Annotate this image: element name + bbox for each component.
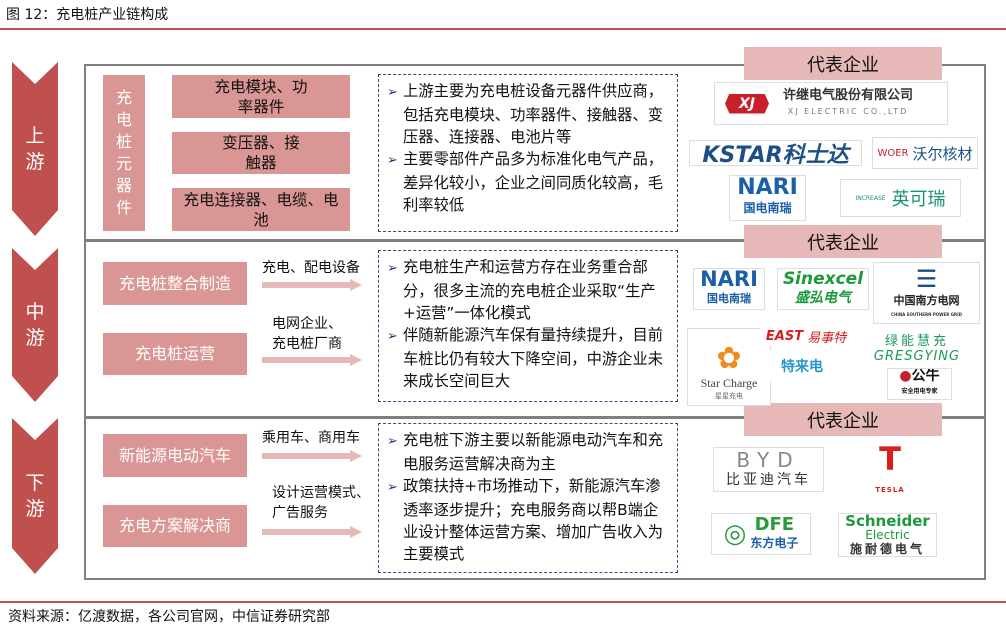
flow-label: 电网企业、充电桩厂商 — [272, 316, 342, 352]
segment-box: 充电方案解决商 — [103, 505, 247, 547]
category-box: 充电桩元器件 — [103, 75, 145, 231]
footer-divider — [0, 601, 1006, 603]
note: 伴随新能源汽车保有量持续提升，目前车桩比仍有较大下降空间，中游企业未来成长空间巨… — [403, 326, 664, 390]
stage-label: 上游 — [25, 125, 45, 173]
logo-bull: ●公牛安全用电专家 — [887, 368, 952, 400]
stage-upstream: 上游 — [12, 62, 58, 236]
flow-label: 乘用车、商用车 — [262, 430, 360, 446]
note: 上游主要为充电桩设备元器件供应商，包括充电模块、功率器件、接触器、变压器、连接器… — [403, 82, 664, 146]
component-box: 充电连接器、电缆、电池 — [172, 188, 350, 231]
stage-label: 中游 — [25, 301, 45, 349]
divider — [84, 239, 986, 242]
rep-header: 代表企业 — [744, 225, 942, 258]
stage-label: 下游 — [25, 472, 45, 520]
note: 政策扶持+市场推动下，新能源汽车渗透率逐步提升；充电服务商以帮B端企业设计整体运… — [403, 477, 664, 563]
note: 充电桩下游主要以新能源电动汽车和充电服务运营解决商为主 — [403, 431, 664, 473]
logo-teld: 特来电 — [770, 351, 834, 381]
source-note: 资料来源：亿渡数据，各公司官网，中信证券研究部 — [8, 609, 330, 625]
downstream-notes: ➢充电桩下游主要以新能源电动汽车和充电服务运营解决商为主 ➢政策扶持+市场推动下… — [378, 423, 678, 573]
arrow-icon — [262, 279, 362, 291]
divider — [84, 416, 986, 419]
rep-header: 代表企业 — [744, 403, 942, 436]
stage-midstream: 中游 — [12, 248, 58, 402]
chain-frame — [84, 64, 986, 580]
note: 充电桩生产和运营方存在业务重合部分，很多主流的充电桩企业采取“生产+运营”一体化… — [403, 258, 656, 322]
arrow-icon — [262, 450, 362, 462]
flow-label: 充电、配电设备 — [262, 260, 360, 276]
figure-title: 图 12：充电桩产业链构成 — [6, 7, 169, 23]
arrow-icon — [262, 526, 362, 538]
note: 主要零部件产品多为标准化电气产品，差异化较小，企业之间同质化较高，毛利率较低 — [403, 150, 664, 214]
title-divider — [0, 28, 1006, 30]
segment-box: 充电桩运营 — [103, 333, 247, 375]
arrow-icon — [262, 354, 362, 366]
flow-label: 设计运营模式、广告服务 — [272, 485, 370, 521]
rep-header: 代表企业 — [744, 47, 942, 80]
logo-kstar: KSTAR科士达 — [689, 140, 862, 166]
component-box: 充电模块、功率器件 — [172, 75, 350, 118]
component-box: 变压器、接触器 — [172, 132, 350, 174]
upstream-notes: ➢上游主要为充电桩设备元器件供应商，包括充电模块、功率器件、接触器、变压器、连接… — [378, 74, 678, 232]
midstream-notes: ➢充电桩生产和运营方存在业务重合部分，很多主流的充电桩企业采取“生产+运营”一体… — [378, 250, 678, 402]
stage-downstream: 下游 — [12, 418, 58, 574]
segment-box: 新能源电动汽车 — [103, 434, 247, 477]
segment-box: 充电桩整合制造 — [103, 262, 247, 305]
